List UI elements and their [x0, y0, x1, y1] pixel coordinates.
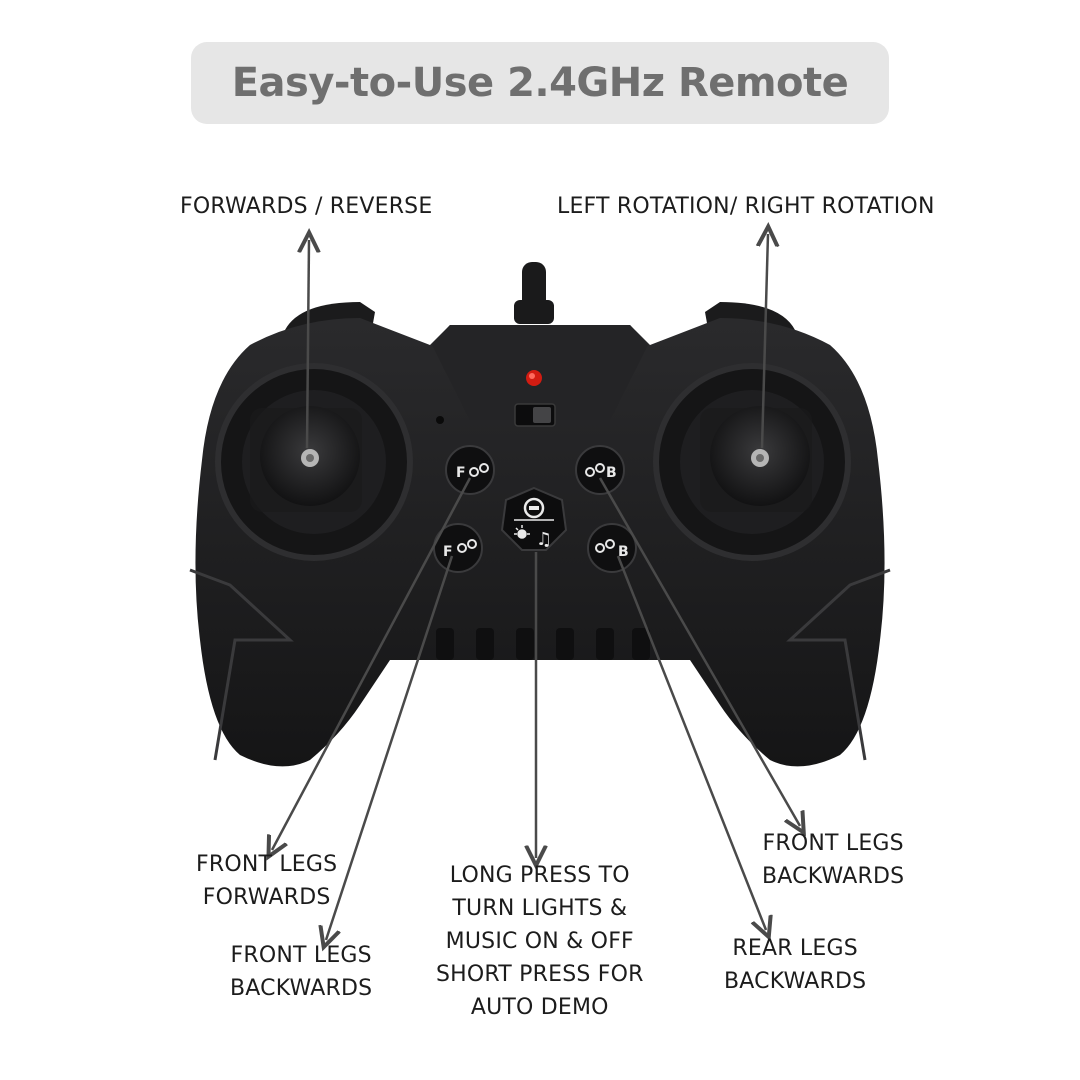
legs-icon [585, 463, 605, 477]
button-front-legs-backwards-right[interactable]: B [575, 445, 625, 495]
button-front-legs-forwards[interactable]: F [445, 445, 495, 495]
label-rear-legs-backwards: REAR LEGS BACKWARDS [724, 936, 867, 994]
legs-icon [469, 463, 489, 477]
center-panel [432, 325, 648, 420]
label-forwards-reverse: FORWARDS / REVERSE [180, 194, 433, 219]
power-switch[interactable] [514, 403, 556, 427]
lights-music-demo-button[interactable]: ♫ [500, 486, 568, 551]
title-banner: Easy-to-Use 2.4GHz Remote [191, 42, 889, 124]
svg-text:F: F [443, 544, 453, 560]
label-front-legs-backwards-left: FRONT LEGS BACKWARDS [230, 943, 373, 1001]
page-title: Easy-to-Use 2.4GHz Remote [231, 60, 849, 106]
right-joystick[interactable] [653, 363, 851, 561]
left-joystick[interactable] [215, 363, 413, 561]
music-note-icon: ♫ [536, 529, 552, 550]
antenna [514, 262, 554, 324]
light-icon [514, 525, 530, 539]
button-rear-legs-backwards[interactable]: B [587, 523, 637, 573]
button-front-legs-backwards[interactable]: F [433, 523, 483, 573]
label-front-legs-backwards-right: FRONT LEGS BACKWARDS [762, 831, 905, 889]
svg-text:B: B [606, 465, 617, 481]
label-front-legs-forwards: FRONT LEGS FORWARDS [196, 852, 338, 910]
label-lights-music-demo: LONG PRESS TO TURN LIGHTS & MUSIC ON & O… [436, 863, 644, 1020]
svg-text:B: B [618, 544, 629, 560]
demo-icon [523, 497, 545, 519]
svg-text:F: F [456, 465, 466, 481]
label-rotation: LEFT ROTATION/ RIGHT ROTATION [557, 194, 935, 219]
